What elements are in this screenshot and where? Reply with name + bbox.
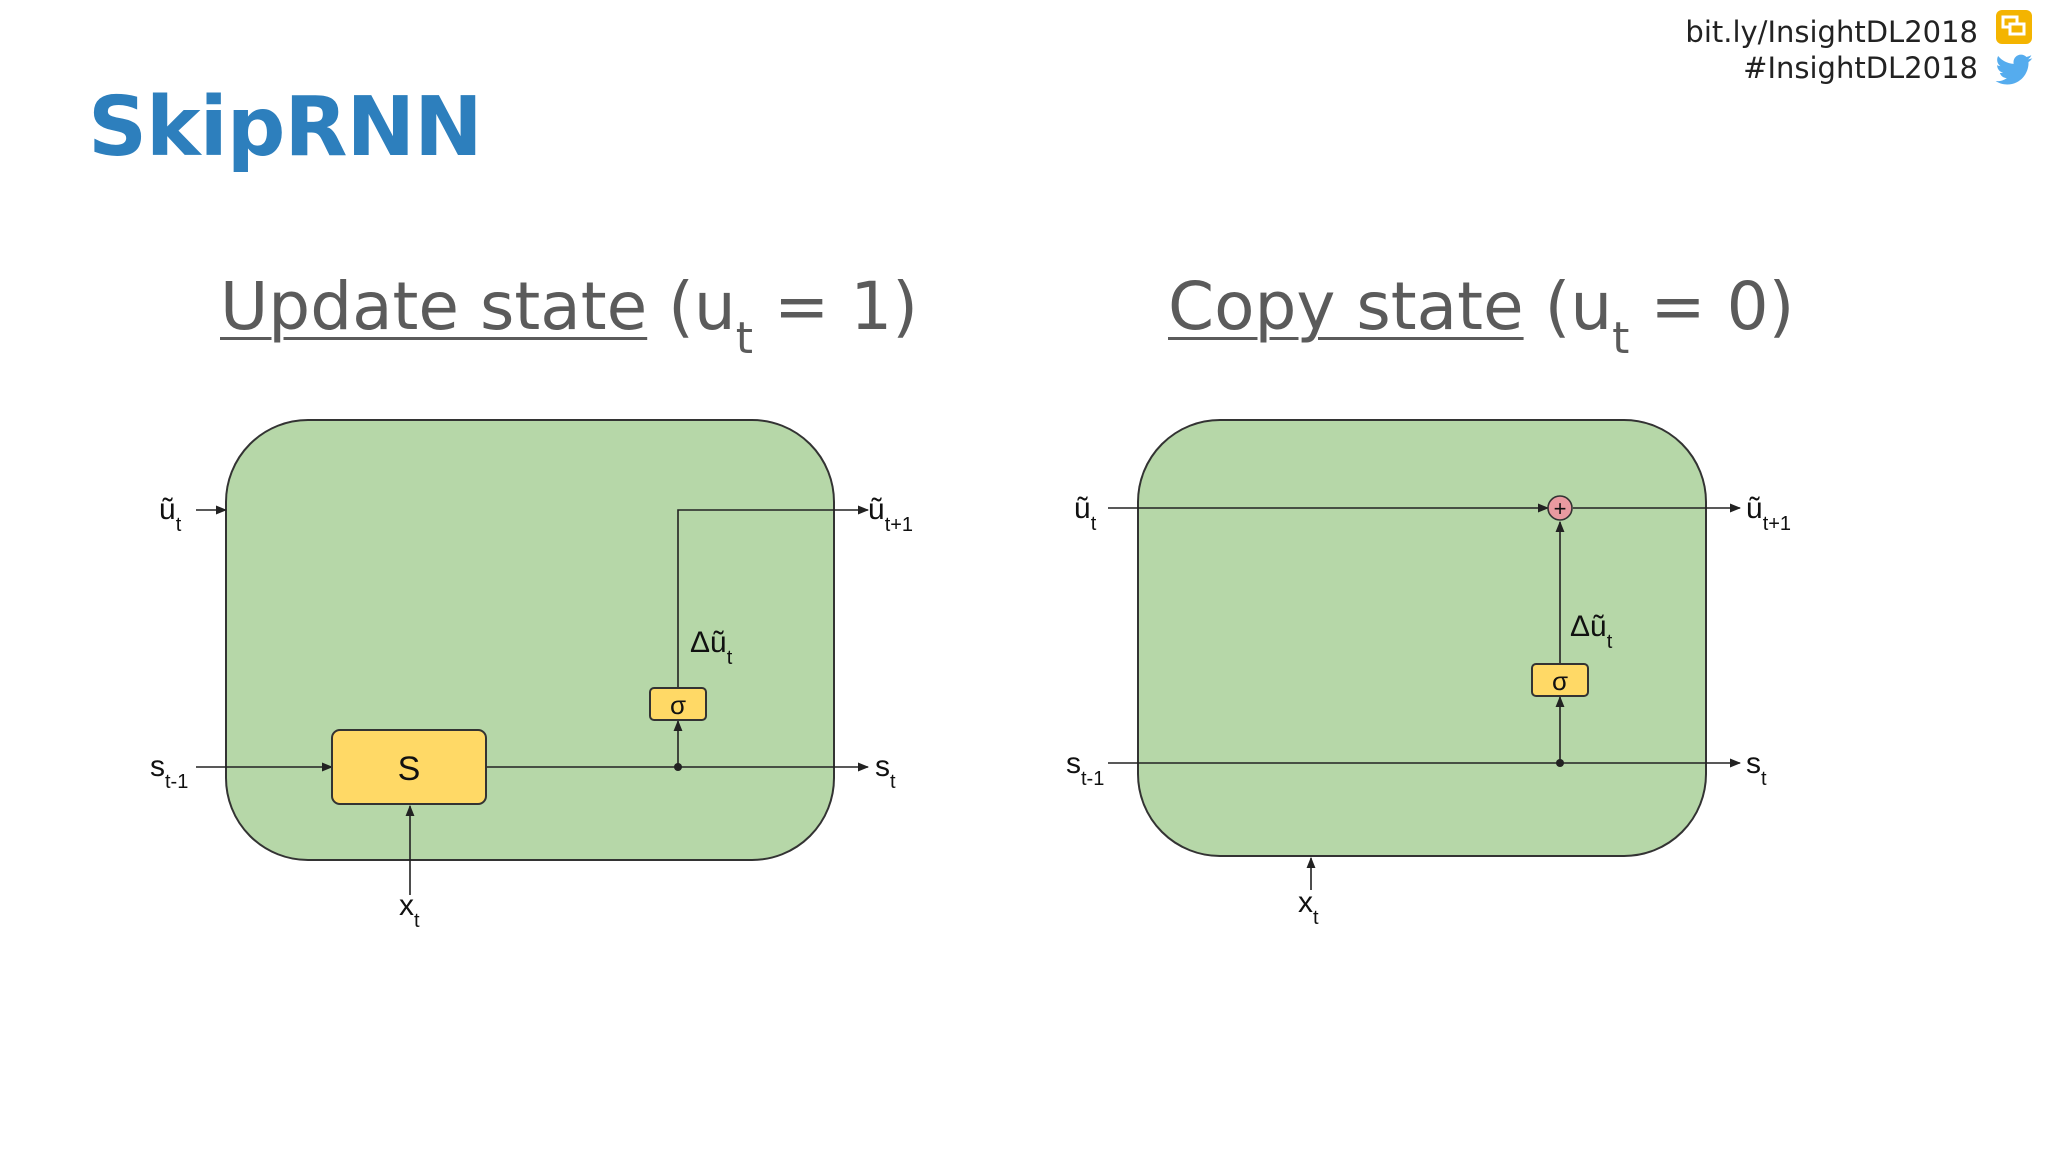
update-state-block-label: S (398, 750, 421, 788)
slides-icon[interactable] (1994, 8, 2034, 46)
update-state-title-open: (u (647, 268, 736, 345)
copy-state-title-sub: t (1612, 313, 1630, 364)
update-u-output-label: ũt+1 (868, 493, 913, 536)
hashtag-link[interactable]: #InsightDL2018 (1743, 51, 1978, 85)
copy-state-diagram: + σ ũt st-1 xt ũt+1 st Δũt (1066, 419, 1791, 929)
update-delta-label: Δũt (690, 626, 733, 669)
copy-s-output-label: st (1746, 747, 1767, 790)
copy-x-input-label: xt (1298, 886, 1319, 929)
update-state-title-close: = 1) (753, 268, 919, 345)
update-sigma-block (649, 687, 707, 721)
update-s-input-label: st-1 (150, 750, 188, 793)
copy-adder-node (1547, 495, 1573, 521)
copy-adder-label: + (1554, 496, 1567, 521)
header-links: bit.ly/InsightDL2018 #InsightDL2018 (1685, 14, 1978, 86)
copy-cell-box (1137, 419, 1707, 857)
copy-u-input-label: ũt (1074, 492, 1097, 535)
copy-sigma-label: σ (1552, 666, 1568, 696)
copy-s-input-label: st-1 (1066, 747, 1104, 790)
copy-u-output-label: ũt+1 (1746, 492, 1791, 535)
short-url-link[interactable]: bit.ly/InsightDL2018 (1685, 15, 1978, 49)
update-u-output-wire (677, 505, 870, 688)
copy-sigma-block (1531, 663, 1589, 697)
update-x-input-label: xt (399, 889, 420, 932)
update-state-title: Update state (ut = 1) (220, 268, 919, 364)
update-cell-box (225, 419, 835, 861)
copy-state-title-open: (u (1523, 268, 1613, 345)
update-state-title-sub: t (735, 313, 754, 364)
copy-state-title-text: Copy state (1168, 268, 1524, 345)
twitter-bird-icon[interactable] (1994, 54, 2034, 88)
update-u-input-label: ũt (159, 493, 182, 536)
copy-state-title-close: = 0) (1629, 268, 1795, 345)
update-state-block (331, 729, 487, 805)
update-s-output-label: st (875, 750, 896, 793)
update-state-title-text: Update state (220, 268, 648, 345)
update-state-diagram: S σ ũt st-1 xt ũt+1 st Δũt (150, 419, 913, 932)
update-sigma-label: σ (670, 690, 686, 720)
copy-delta-label: Δũt (1570, 610, 1613, 653)
slide-title: SkipRNN (88, 80, 483, 175)
copy-state-title: Copy state (ut = 0) (1168, 268, 1795, 364)
